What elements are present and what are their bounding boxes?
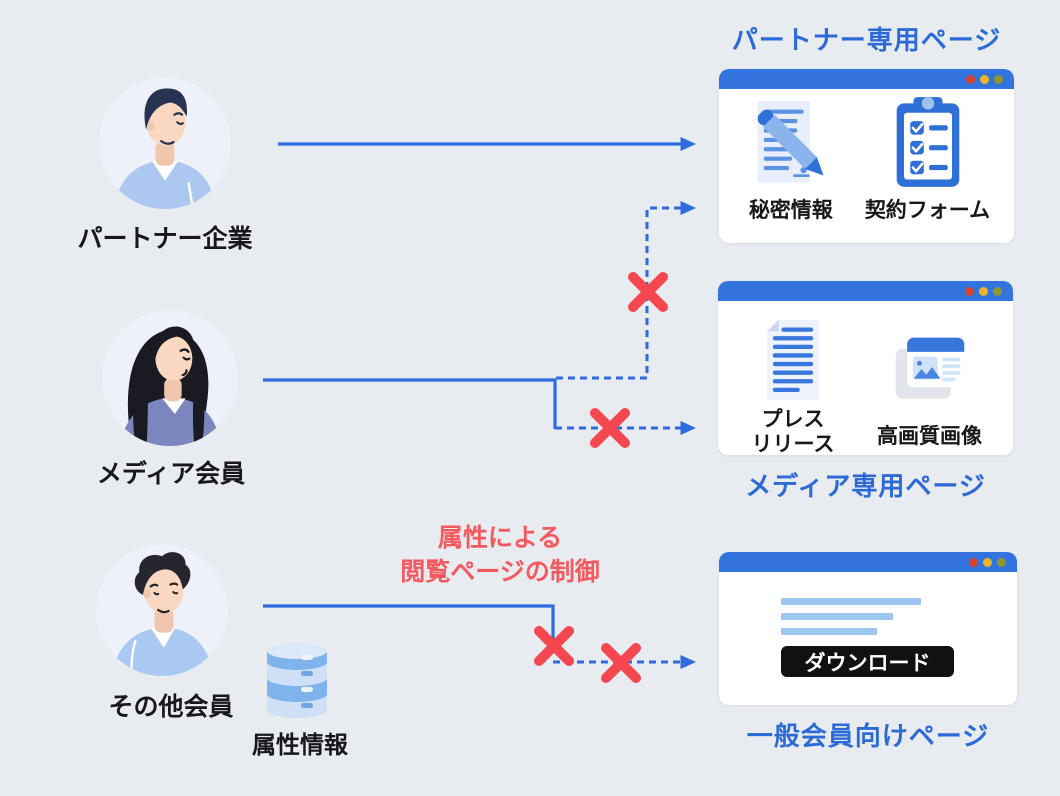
window-dots-icon bbox=[966, 75, 1003, 84]
partner-page-title: パートナー専用ページ bbox=[731, 25, 1002, 55]
database-label: 属性情報 bbox=[252, 732, 348, 759]
window-dots-icon bbox=[965, 287, 1002, 296]
window-titlebar bbox=[718, 281, 1013, 301]
window-dots-icon bbox=[969, 558, 1006, 567]
press-release-icon bbox=[767, 319, 819, 401]
confidential-info-label: 秘密情報 bbox=[748, 199, 833, 222]
actor-label-other: その他会員 bbox=[108, 693, 234, 721]
text-placeholder-bar bbox=[781, 598, 921, 605]
blocked-x-icon bbox=[534, 626, 574, 666]
press-release-label: プレス リリース bbox=[751, 408, 835, 456]
actor-label-partner: パートナー企業 bbox=[77, 225, 253, 253]
actor-label-media: メディア会員 bbox=[96, 460, 246, 488]
window-titlebar bbox=[719, 552, 1017, 572]
blocked-x-icon bbox=[590, 408, 630, 448]
young-man-avatar bbox=[96, 544, 228, 676]
contract-checklist-icon bbox=[896, 97, 959, 187]
line-other-member-trunk bbox=[263, 604, 555, 640]
text-placeholder-bar bbox=[781, 628, 877, 635]
control-note: 属性による 閲覧ページの制御 bbox=[330, 521, 670, 589]
businesswoman-avatar bbox=[102, 310, 238, 446]
arrow-media-to-partner-page-blocked bbox=[556, 201, 696, 380]
database-icon bbox=[265, 636, 329, 720]
hd-image-label: 高画質画像 bbox=[877, 425, 982, 448]
control-note-line1: 属性による bbox=[437, 524, 563, 552]
hd-image-icon bbox=[895, 337, 964, 399]
line-media-member-trunk bbox=[263, 378, 557, 429]
media-page-title: メディア専用ページ bbox=[745, 471, 986, 501]
download-button[interactable]: ダウンロード bbox=[781, 646, 954, 677]
confidential-info-item: 秘密情報 bbox=[743, 95, 839, 224]
window-titlebar bbox=[719, 69, 1014, 89]
general-page-window: ダウンロード bbox=[719, 552, 1017, 705]
document-pencil-icon bbox=[757, 101, 824, 183]
hd-image-item: 高画質画像 bbox=[877, 316, 982, 450]
media-page-window: プレス リリース 高画質画像 bbox=[718, 281, 1013, 457]
contract-form-label: 契約フォーム bbox=[864, 199, 991, 222]
partner-page-window: 秘密情報 bbox=[719, 69, 1014, 243]
press-release-item: プレス リリース bbox=[749, 316, 837, 457]
text-placeholder-bar bbox=[781, 613, 893, 620]
blocked-x-icon bbox=[601, 643, 641, 683]
blocked-x-icon bbox=[628, 272, 668, 312]
businessman-avatar bbox=[99, 77, 231, 209]
control-note-line2: 閲覧ページの制御 bbox=[400, 558, 600, 586]
general-page-title: 一般会員向けページ bbox=[746, 721, 990, 751]
contract-form-item: 契約フォーム bbox=[865, 95, 990, 224]
